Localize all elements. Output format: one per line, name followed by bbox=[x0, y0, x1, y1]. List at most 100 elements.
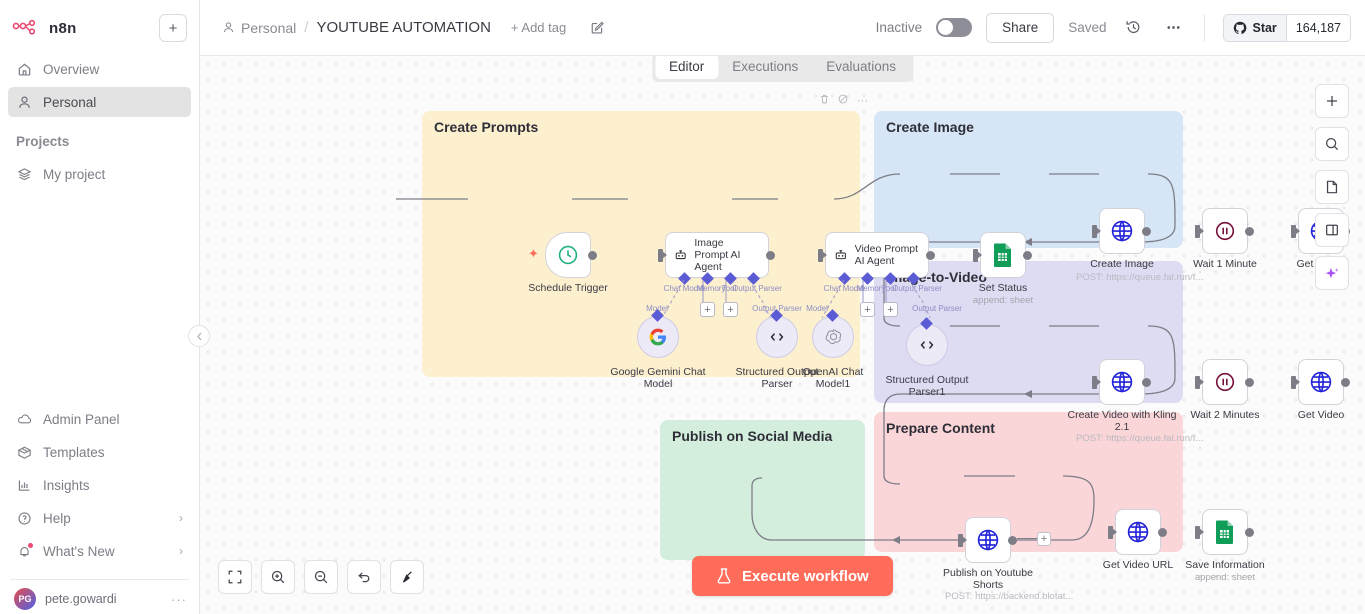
group-more-icon[interactable]: ··· bbox=[857, 95, 868, 107]
input-port[interactable] bbox=[1195, 225, 1200, 238]
output-port[interactable] bbox=[1142, 378, 1151, 387]
input-port[interactable] bbox=[1092, 376, 1097, 389]
node-schedule-trigger[interactable]: ✦ Schedule Trigger bbox=[545, 232, 591, 278]
tab-editor[interactable]: Editor bbox=[655, 54, 718, 79]
output-port[interactable] bbox=[1158, 528, 1167, 537]
node-create-image[interactable]: Create Image POST: https://queue.fal.run… bbox=[1099, 208, 1145, 254]
node-body[interactable] bbox=[545, 232, 591, 278]
brand-logo[interactable]: n8n bbox=[12, 20, 77, 37]
avatar: PG bbox=[14, 588, 36, 610]
output-port[interactable] bbox=[1245, 528, 1254, 537]
node-body[interactable] bbox=[756, 316, 798, 358]
search-nodes-button[interactable] bbox=[1315, 127, 1349, 161]
input-port[interactable] bbox=[1092, 225, 1097, 238]
sidebar-item-overview[interactable]: Overview bbox=[8, 54, 191, 84]
node-get-video[interactable]: Get Video bbox=[1298, 359, 1344, 405]
ai-assistant-button[interactable] bbox=[1315, 256, 1349, 290]
output-port[interactable] bbox=[1245, 378, 1254, 387]
tab-executions[interactable]: Executions bbox=[718, 54, 812, 79]
node-body[interactable] bbox=[637, 316, 679, 358]
sidebar-item-templates[interactable]: Templates bbox=[8, 437, 191, 467]
node-wait-2-minutes[interactable]: Wait 2 Minutes bbox=[1202, 359, 1248, 405]
delete-icon[interactable] bbox=[820, 94, 829, 107]
node-video-prompt-ai-agent[interactable]: Video Prompt AI Agent Chat Model Memory … bbox=[825, 232, 929, 278]
zoom-out-button[interactable] bbox=[304, 560, 338, 594]
zoom-in-button[interactable] bbox=[261, 560, 295, 594]
output-port[interactable] bbox=[1023, 251, 1032, 260]
history-icon[interactable] bbox=[1120, 15, 1146, 41]
group-toolbar[interactable]: ··· bbox=[820, 94, 868, 107]
input-port[interactable] bbox=[1291, 225, 1296, 238]
node-body[interactable] bbox=[1202, 208, 1248, 254]
node-body[interactable] bbox=[965, 517, 1011, 563]
node-structured-output-parser1[interactable]: Structured Output Parser1 bbox=[906, 324, 948, 366]
node-set-status[interactable]: Set Status append: sheet bbox=[980, 232, 1026, 278]
output-port[interactable] bbox=[588, 251, 597, 260]
input-port[interactable] bbox=[818, 249, 823, 262]
output-port[interactable] bbox=[926, 251, 935, 260]
share-button[interactable]: Share bbox=[986, 13, 1054, 43]
workflow-active-toggle[interactable] bbox=[936, 18, 972, 37]
node-structured-output-parser[interactable]: Structured Output Parser bbox=[756, 316, 798, 358]
node-get-video-url[interactable]: Get Video URL bbox=[1115, 509, 1161, 555]
output-port[interactable] bbox=[1245, 227, 1254, 236]
input-port[interactable] bbox=[1195, 376, 1200, 389]
sidebar-item-help[interactable]: Help › bbox=[8, 503, 191, 533]
add-tag-button[interactable]: + Add tag bbox=[511, 20, 566, 35]
sidebar-item-whats-new[interactable]: What's New › bbox=[8, 536, 191, 566]
add-next-node-button[interactable]: + bbox=[1037, 532, 1051, 546]
node-openai-chat-model1[interactable]: OpenAI Chat Model1 bbox=[812, 316, 854, 358]
toggle-panel-button[interactable] bbox=[1315, 213, 1349, 247]
zoom-to-fit-button[interactable] bbox=[218, 560, 252, 594]
page-title[interactable]: YOUTUBE AUTOMATION bbox=[316, 19, 490, 36]
sidebar-nav: Overview Personal bbox=[0, 48, 199, 120]
tab-evaluations[interactable]: Evaluations bbox=[812, 54, 910, 79]
input-port[interactable] bbox=[973, 249, 978, 262]
user-menu-ellipsis-icon[interactable]: ··· bbox=[171, 592, 187, 607]
user-menu[interactable]: PG pete.gowardi ··· bbox=[0, 580, 199, 614]
output-port[interactable] bbox=[1142, 227, 1151, 236]
node-body[interactable] bbox=[980, 232, 1026, 278]
node-body[interactable] bbox=[1202, 509, 1248, 555]
node-body[interactable] bbox=[812, 316, 854, 358]
workflow-more-menu-icon[interactable] bbox=[1160, 15, 1186, 41]
node-body[interactable] bbox=[1099, 359, 1145, 405]
group-publish-social-media[interactable]: Publish on Social Media bbox=[660, 420, 865, 560]
node-body[interactable] bbox=[1099, 208, 1145, 254]
sidebar-item-admin-panel[interactable]: Admin Panel bbox=[8, 404, 191, 434]
output-port[interactable] bbox=[766, 251, 775, 260]
node-wait-1-minute[interactable]: Wait 1 Minute bbox=[1202, 208, 1248, 254]
disable-icon[interactable] bbox=[838, 94, 848, 107]
add-sticky-note-button[interactable] bbox=[1315, 170, 1349, 204]
input-port[interactable] bbox=[658, 249, 663, 262]
github-star-widget[interactable]: Star 164,187 bbox=[1223, 14, 1351, 42]
input-port[interactable] bbox=[1291, 376, 1296, 389]
sidebar-item-insights[interactable]: Insights bbox=[8, 470, 191, 500]
node-save-information[interactable]: Save Information append: sheet bbox=[1202, 509, 1248, 555]
input-port[interactable] bbox=[1195, 526, 1200, 539]
sidebar-item-my-project[interactable]: My project bbox=[8, 159, 191, 189]
github-star-button[interactable]: Star bbox=[1224, 15, 1285, 41]
reset-zoom-button[interactable] bbox=[347, 560, 381, 594]
node-body[interactable] bbox=[1298, 359, 1344, 405]
node-body[interactable] bbox=[1202, 359, 1248, 405]
create-workflow-button[interactable]: + bbox=[159, 14, 187, 42]
tidy-up-button[interactable] bbox=[390, 560, 424, 594]
node-create-video-with-kling[interactable]: Create Video with Kling 2.1 POST: https:… bbox=[1099, 359, 1145, 405]
input-port[interactable] bbox=[1108, 526, 1113, 539]
execute-workflow-button[interactable]: Execute workflow bbox=[692, 556, 893, 596]
node-image-prompt-ai-agent[interactable]: Image Prompt AI Agent Chat Model Memory … bbox=[665, 232, 769, 278]
sidebar-item-personal[interactable]: Personal bbox=[8, 87, 191, 117]
sidebar-collapse-handle[interactable] bbox=[188, 325, 210, 347]
output-port[interactable] bbox=[1341, 378, 1350, 387]
workflow-canvas[interactable]: Create Prompts Create Image Image-to-Vid… bbox=[200, 56, 1365, 614]
rename-workflow-icon[interactable] bbox=[590, 20, 605, 35]
add-node-button[interactable] bbox=[1315, 84, 1349, 118]
output-port[interactable] bbox=[1008, 536, 1017, 545]
node-body[interactable] bbox=[1115, 509, 1161, 555]
node-google-gemini-chat-model[interactable]: Google Gemini Chat Model bbox=[637, 316, 679, 358]
node-publish-on-youtube-shorts[interactable]: + Publish on Youtube Shorts POST: https:… bbox=[965, 517, 1011, 563]
input-port[interactable] bbox=[958, 534, 963, 547]
breadcrumb-project[interactable]: Personal bbox=[222, 20, 296, 36]
node-body[interactable] bbox=[906, 324, 948, 366]
